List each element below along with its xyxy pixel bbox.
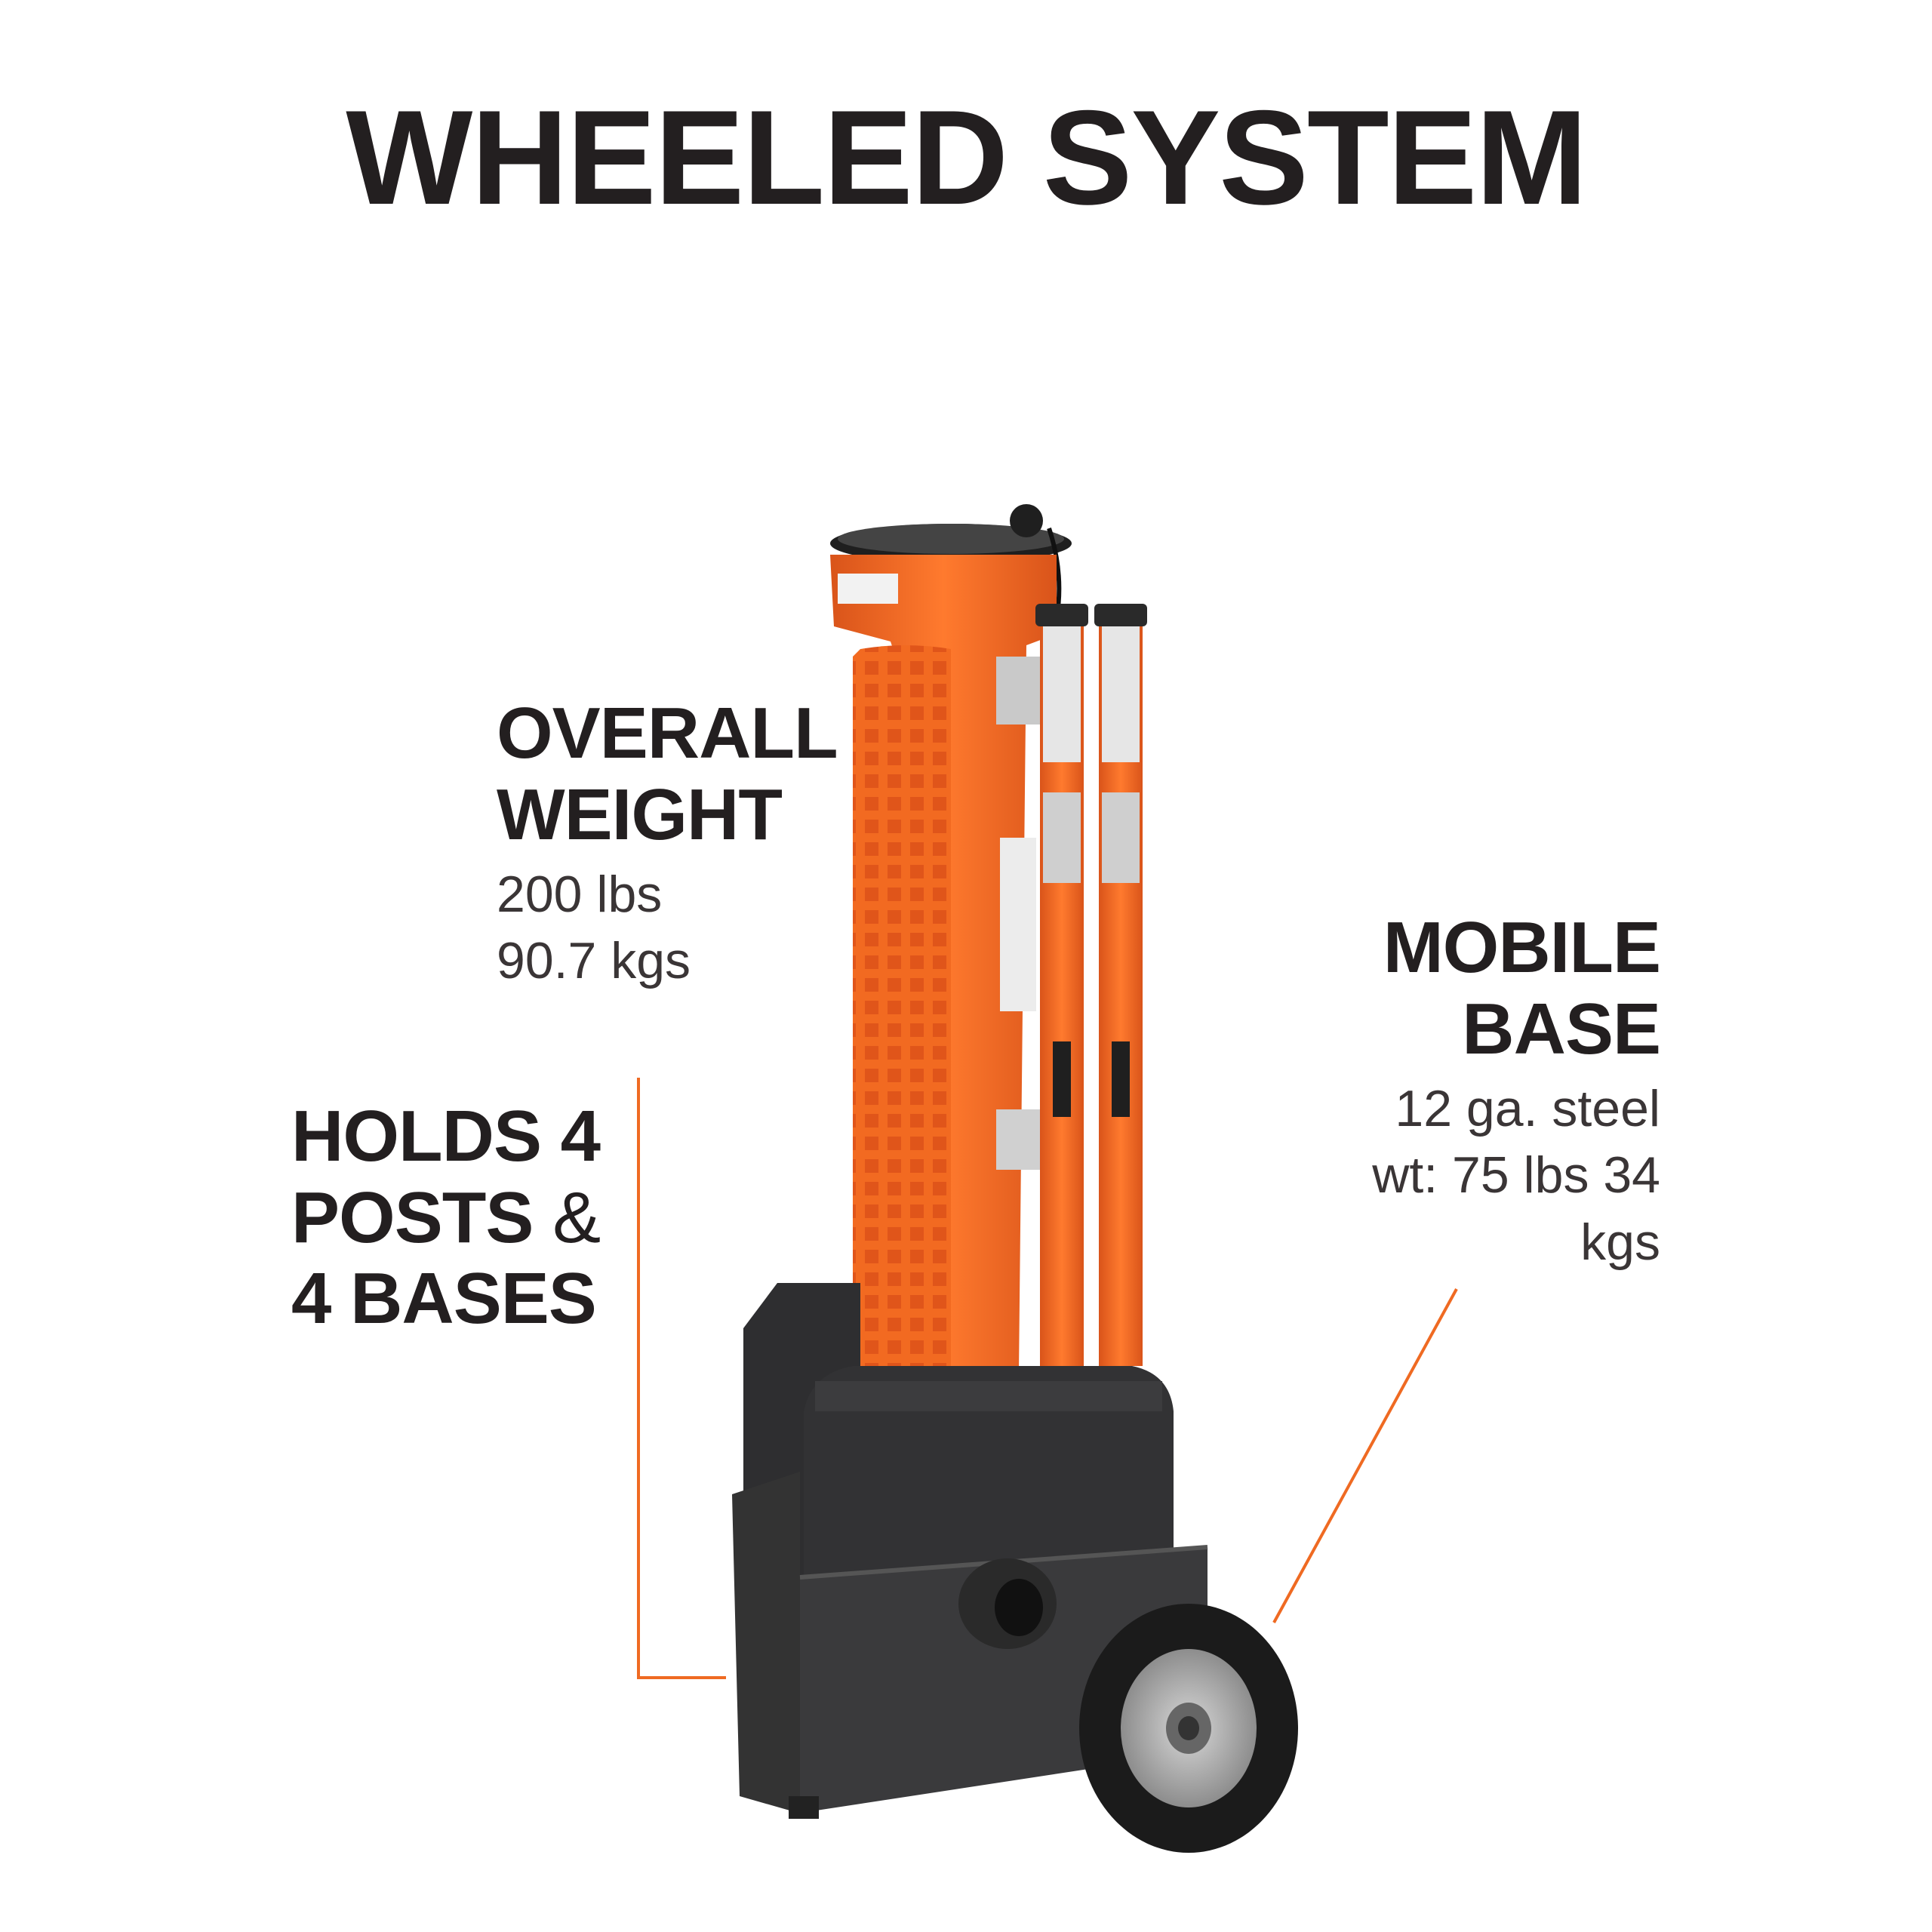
axle-tube — [958, 1558, 1057, 1649]
holds-leader — [637, 1078, 726, 1679]
post-left — [1035, 604, 1088, 1366]
weight-lbs: 200 lbs — [497, 866, 663, 924]
holds-posts: POSTS — [291, 1177, 534, 1258]
mobile-kgs: kgs — [1580, 1213, 1660, 1271]
weight-callout: OVERALL WEIGHT 200 lbs 90.7 kgs — [497, 693, 838, 995]
holds-callout: HOLDS 4 POSTS & 4 BASES — [291, 1096, 601, 1340]
reel-top — [830, 504, 1072, 620]
mobile-heading-line2: BASE — [1462, 988, 1661, 1069]
mobile-steel: 12 ga. steel — [1395, 1080, 1660, 1138]
mobile-wt: wt: 75 lbs 34 — [1372, 1146, 1660, 1204]
mobile-heading-line1: MOBILE — [1383, 907, 1661, 988]
mesh-roll — [853, 645, 951, 1374]
weight-heading-line1: OVERALL — [497, 693, 838, 774]
holds-amp: & — [533, 1177, 601, 1258]
page-title: WHEELED SYSTEM — [346, 82, 1587, 232]
mobile-callout: MOBILE BASE 12 ga. steel wt: 75 lbs 34 k… — [1372, 907, 1661, 1275]
wheel — [1079, 1604, 1298, 1853]
weight-kgs: 90.7 kgs — [497, 932, 691, 990]
holds-line2: POSTS & — [291, 1177, 601, 1259]
holds-line1: HOLDS 4 — [291, 1096, 601, 1177]
weight-heading-line2: WEIGHT — [497, 774, 783, 855]
orange-upright — [830, 555, 1057, 1374]
leader-lines — [637, 1078, 1458, 1679]
holds-line3: 4 BASES — [291, 1258, 597, 1340]
post-right — [1094, 604, 1147, 1366]
mobile-leader — [1272, 1288, 1458, 1623]
